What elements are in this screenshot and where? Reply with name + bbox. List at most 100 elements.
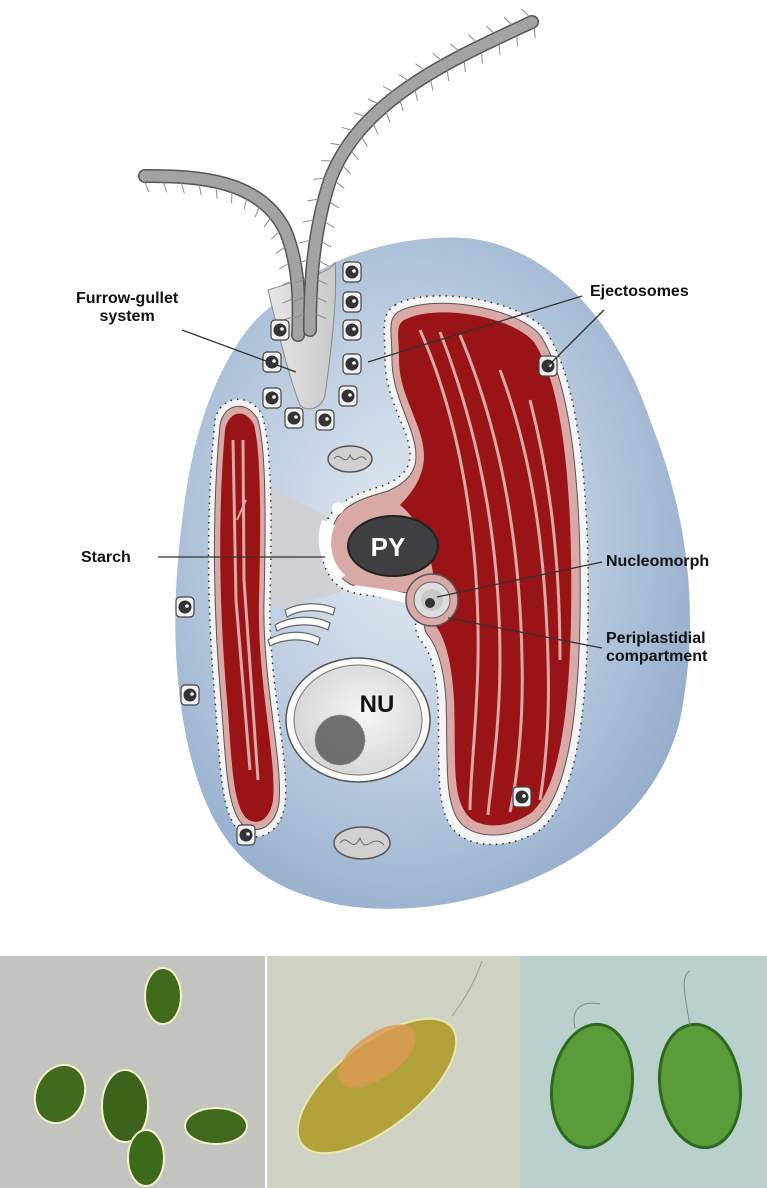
flagellar-hair bbox=[215, 187, 218, 199]
flagellar-hair bbox=[319, 260, 330, 267]
label-starch: Starch bbox=[81, 549, 131, 566]
nucleus-label: NU bbox=[360, 691, 395, 718]
flagellar-hair bbox=[354, 112, 365, 117]
micrograph-3-image bbox=[520, 956, 767, 1188]
flagellar-hair bbox=[243, 198, 247, 210]
flagellar-hair bbox=[372, 124, 379, 135]
flagellar-hair bbox=[534, 27, 536, 39]
flagellar-hair bbox=[294, 296, 305, 302]
flagellar-hair bbox=[341, 126, 353, 131]
micrograph-2-image bbox=[267, 956, 520, 1188]
flagellar-hair bbox=[432, 53, 442, 61]
flagellar-hair bbox=[254, 207, 260, 218]
flagellar-hair bbox=[144, 181, 150, 193]
micrograph-1-image bbox=[0, 956, 265, 1188]
flagellar-hair bbox=[449, 43, 459, 52]
flagellar-hair bbox=[317, 279, 328, 285]
flagellar-hair bbox=[299, 239, 310, 244]
leader-periplastidial bbox=[447, 617, 603, 649]
micrograph-2 bbox=[267, 956, 520, 1188]
flagellar-hair bbox=[281, 280, 292, 287]
flagellar-hair bbox=[279, 263, 289, 270]
flagellar-hair bbox=[324, 221, 335, 229]
mitochondrion-lower bbox=[333, 826, 391, 860]
cell-diagram-svg: PY NU bbox=[138, 8, 691, 909]
flagellar-hair bbox=[198, 184, 202, 196]
leader-ejectosome-2 bbox=[547, 309, 605, 367]
ejectosome bbox=[175, 596, 195, 618]
flagellar-hair bbox=[302, 219, 314, 223]
pyrenoid-label: PY bbox=[371, 532, 406, 562]
ejectosome bbox=[315, 409, 335, 431]
flagellar-hair bbox=[498, 43, 501, 55]
ejectosome bbox=[284, 407, 304, 429]
label-periplastidial: Periplastidial compartment bbox=[606, 630, 708, 665]
flagellar-hair bbox=[382, 85, 393, 92]
micrograph-3 bbox=[520, 956, 767, 1188]
flagellar-hair bbox=[293, 313, 305, 319]
leader-furrow bbox=[181, 329, 297, 373]
ejectosome bbox=[342, 353, 362, 375]
cell-diagram: PY NU bbox=[76, 8, 710, 909]
ejectosome bbox=[342, 291, 362, 313]
leader-ejectosome-1 bbox=[367, 295, 583, 363]
flagellar-hair bbox=[415, 63, 425, 71]
flagellar-hair bbox=[485, 25, 495, 34]
flagellar-hair bbox=[282, 298, 293, 304]
pyrenoid bbox=[347, 515, 439, 577]
micrograph-strip bbox=[0, 956, 767, 1188]
thylakoids bbox=[418, 329, 562, 816]
flagellar-hair bbox=[446, 70, 450, 82]
flagellar-hair bbox=[316, 297, 327, 303]
flagellar-hair bbox=[430, 79, 434, 91]
ejectosome bbox=[342, 319, 362, 341]
flagellar-hair bbox=[296, 259, 308, 264]
nucleolus bbox=[315, 715, 365, 765]
flagellar-hair bbox=[180, 182, 185, 194]
flagellar-hair bbox=[335, 181, 345, 189]
label-nucleomorph: Nucleomorph bbox=[606, 553, 710, 570]
mitochondrion-upper bbox=[327, 445, 373, 473]
ejectosomes bbox=[175, 261, 558, 846]
nucleus bbox=[285, 657, 431, 783]
plastid-right bbox=[320, 295, 589, 846]
flagellar-hair bbox=[329, 201, 339, 209]
flagellar-hair bbox=[361, 136, 368, 147]
ejectosome bbox=[338, 385, 358, 407]
flagellar-hair bbox=[503, 17, 513, 26]
flagellar-hair bbox=[313, 177, 325, 180]
stippled-cytoplasm bbox=[262, 480, 345, 610]
flagellar-hair bbox=[263, 217, 271, 228]
flagellar-hair bbox=[414, 90, 419, 101]
flagellum-short bbox=[138, 169, 306, 342]
nucleomorph bbox=[405, 573, 459, 627]
flagellar-hair bbox=[521, 8, 530, 17]
ejectosome bbox=[342, 261, 362, 283]
ejectosome bbox=[180, 684, 200, 706]
flagellar-hair bbox=[367, 98, 379, 104]
flagellar-hair bbox=[467, 34, 477, 43]
ejectosome bbox=[270, 319, 290, 341]
flagellar-hair bbox=[516, 35, 519, 47]
flagellar-hair bbox=[315, 313, 327, 319]
flagellar-hair bbox=[275, 246, 286, 254]
flagellar-hair bbox=[321, 241, 332, 248]
flagellar-hair bbox=[330, 142, 342, 146]
flagellar-hair bbox=[385, 112, 391, 123]
flagellar-hair bbox=[307, 198, 319, 202]
flagellar-hair bbox=[463, 61, 466, 72]
micrograph-1 bbox=[0, 956, 265, 1188]
ejectosome bbox=[262, 387, 282, 409]
starch bbox=[318, 502, 415, 605]
green-cells bbox=[33, 967, 248, 1187]
flagellum-long bbox=[303, 15, 539, 337]
leader-nucleomorph bbox=[436, 561, 603, 598]
flagellar-hair bbox=[270, 231, 280, 240]
label-furrow-gullet: Furrow-gullet system bbox=[76, 290, 179, 325]
flagellar-hair bbox=[481, 52, 484, 64]
label-ejectosomes: Ejectosomes bbox=[590, 283, 689, 300]
ejectosome bbox=[512, 786, 532, 808]
flagellar-hair bbox=[351, 150, 359, 160]
flagellar-hair bbox=[398, 74, 409, 81]
ejectosome bbox=[236, 824, 256, 846]
